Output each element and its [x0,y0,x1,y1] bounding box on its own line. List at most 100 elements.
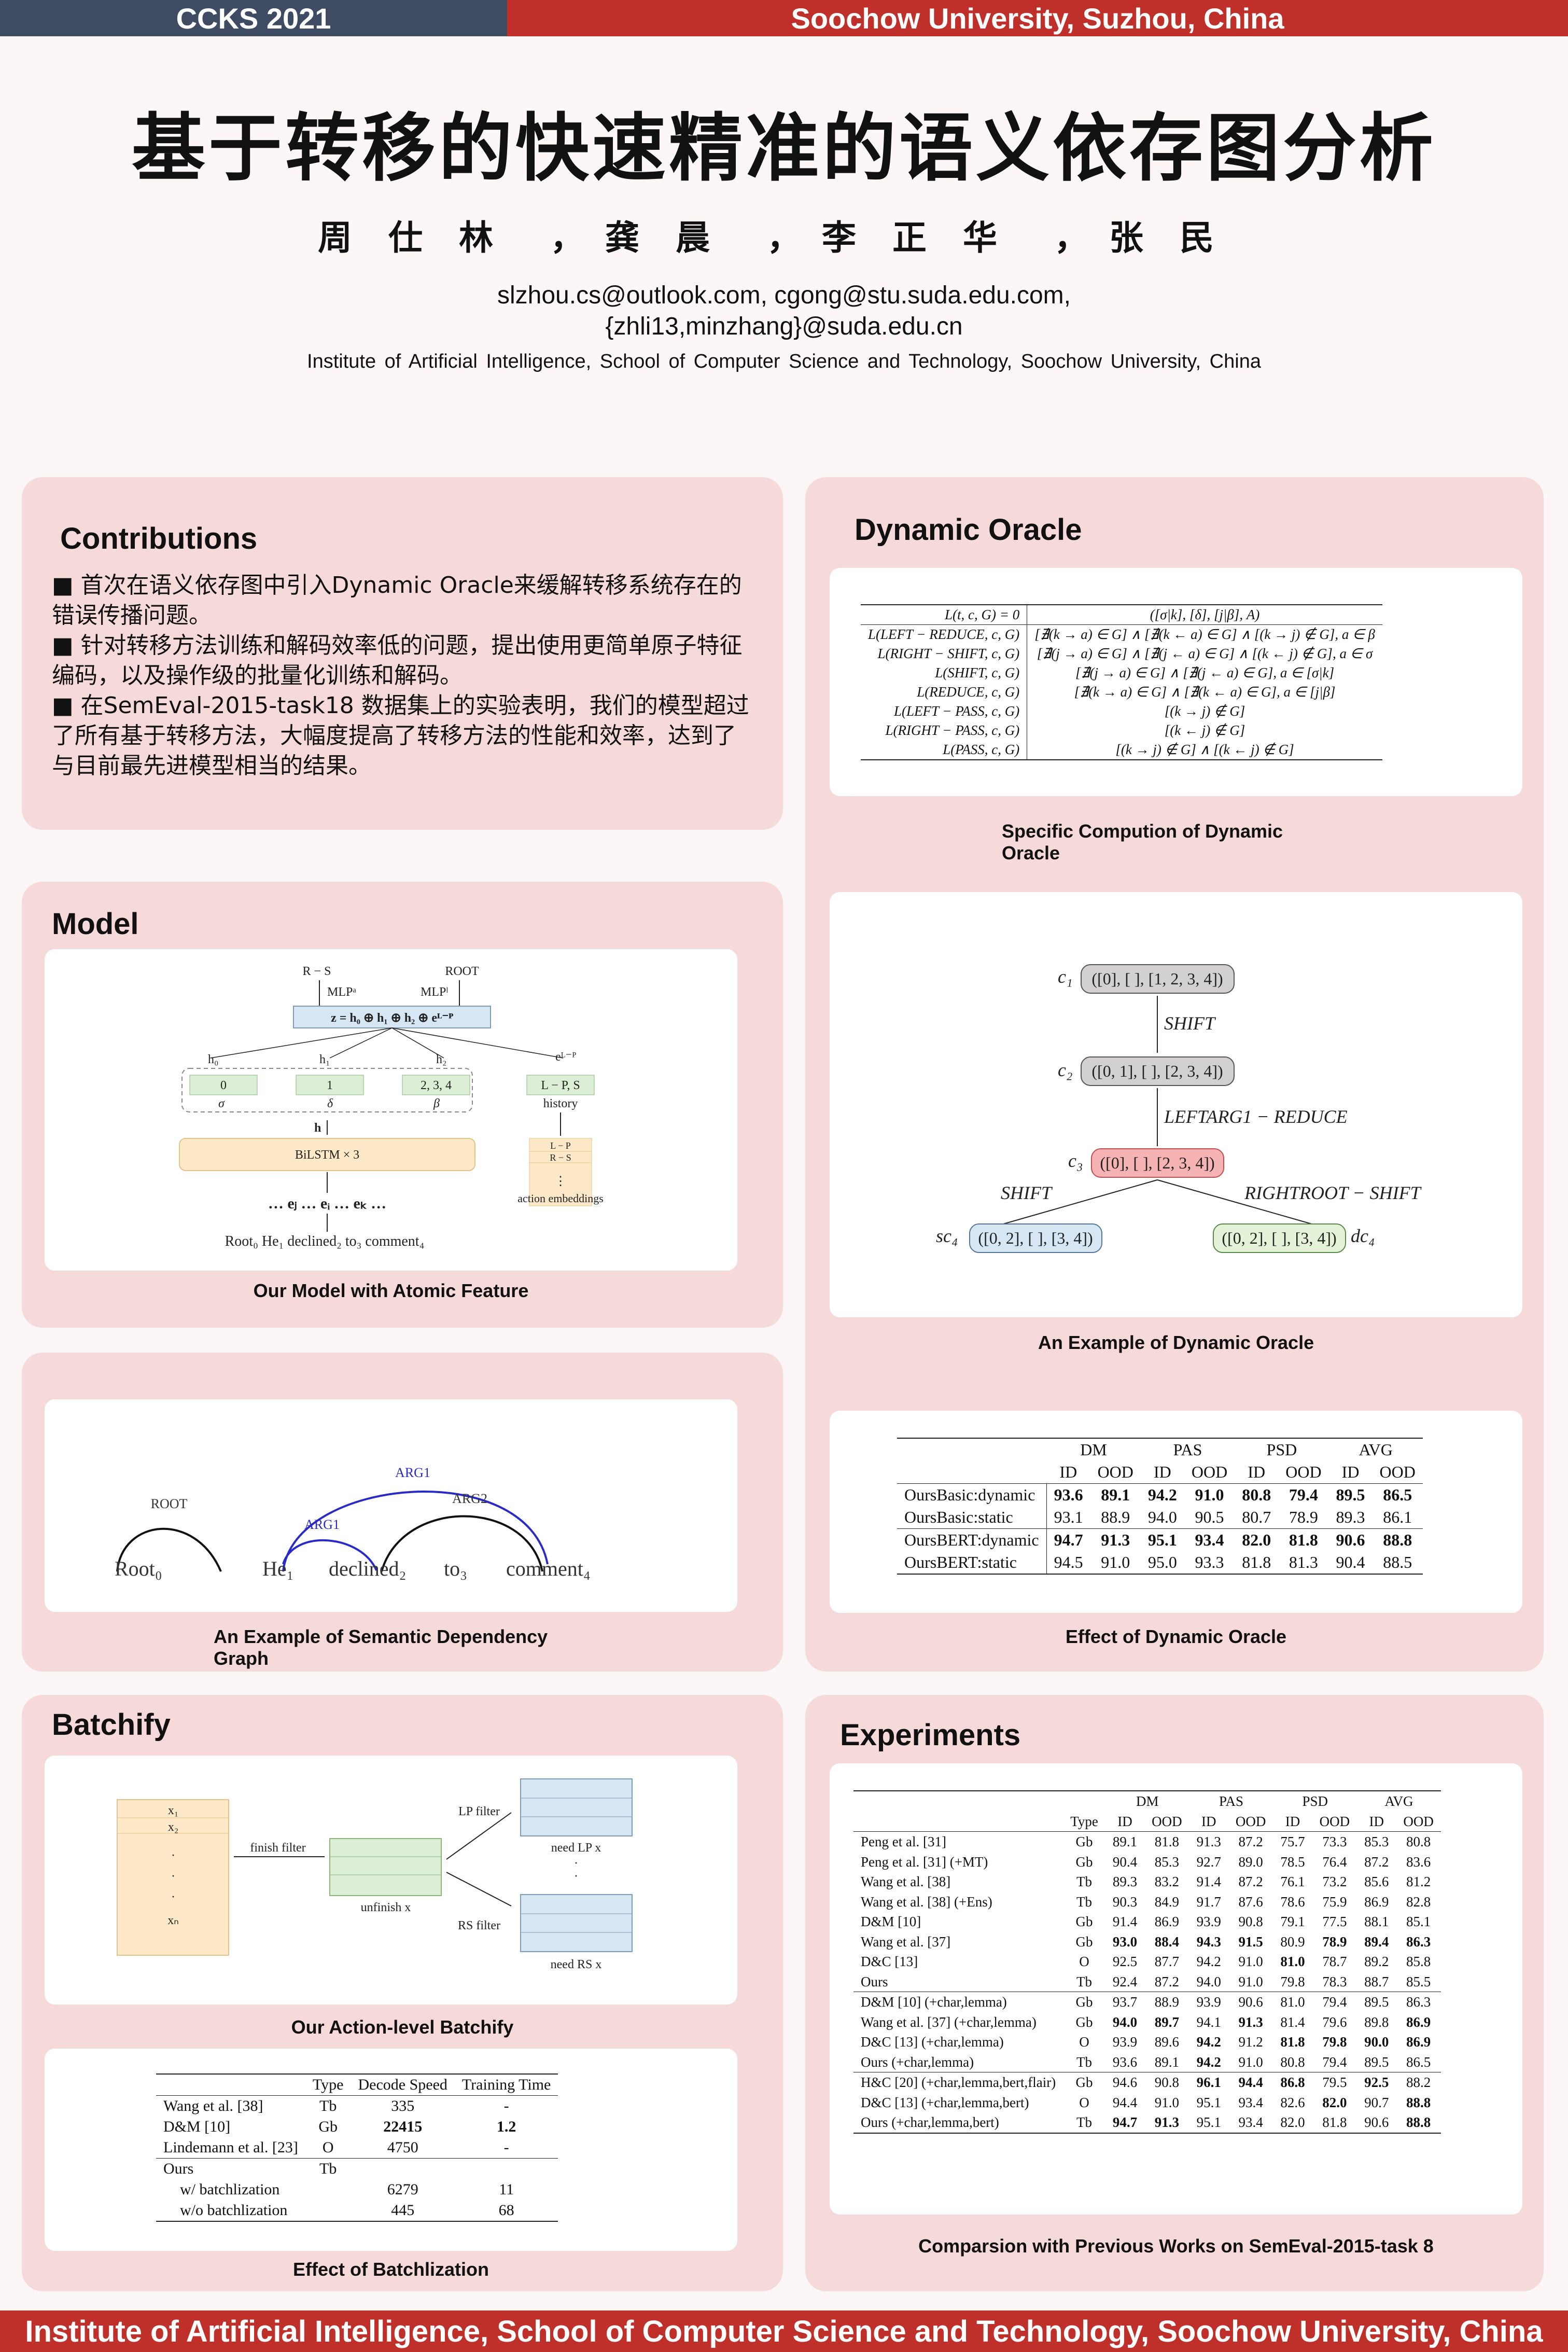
exp-cell: 89.3 [1112,1874,1138,1889]
batch-cell: w/ batchlization [180,2181,280,2198]
do-cell: 80.8 [1242,1485,1271,1504]
exp-cell: 92.4 [1112,1973,1138,1989]
exp-cell: Gb [1063,2072,1105,2093]
sdg-word: Root₀ [115,1557,162,1580]
do-cell: 93.1 [1054,1508,1083,1526]
sdg-word: to₃ [444,1557,467,1580]
bat-dots: · [171,1849,175,1862]
batch-header-cell [156,2074,305,2096]
exp-cell: 90.6 [1228,1992,1273,2012]
exp-cell: 79.8 [1322,2034,1347,2050]
formula-rhs: [(k ← j) ∉ G] [1164,722,1245,738]
exp-sub-cell: OOD [1312,1811,1357,1832]
exp-row-name: Ours (+char,lemma,bert) [861,2114,999,2130]
exp-cell: 95.1 [1196,2114,1221,2130]
do-cell: 93.6 [1054,1485,1083,1504]
exp-cell: 80.9 [1280,1933,1305,1950]
exp-cell: 76.4 [1322,1854,1347,1870]
fig-action-emb: action embeddings [517,1192,604,1205]
exp-cell: 86.9 [1154,1914,1179,1929]
sdg-word: comment₄ [506,1557,591,1580]
do-cell: 94.5 [1054,1553,1083,1571]
exp-cell: 90.6 [1364,2114,1389,2130]
exp-cell: 90.8 [1144,2072,1189,2093]
do-c3: c₃ [1068,1150,1083,1171]
do-cell: 91.3 [1090,1528,1141,1551]
exp-cell: 89.5 [1357,1992,1396,2012]
exp-cell: 89.7 [1154,2014,1179,2030]
exp-cell: 91.3 [1154,2114,1179,2130]
sdg-arc-root: ROOT [151,1496,188,1511]
bat-dots: · [574,1857,578,1870]
formula-caption: Specific Compution of Dynamic Oracle [1002,820,1283,864]
exp-cell: 91.3 [1196,1834,1221,1849]
do-cell: 89.3 [1336,1508,1365,1526]
do-sub-cell: ID [1328,1461,1373,1484]
do-table-caption: Effect of Dynamic Oracle [1065,1626,1287,1647]
fig-h2: h₂ [436,1053,446,1066]
bat-lp: LP filter [458,1805,500,1818]
exp-row-name: Ours (+char,lemma) [861,2054,974,2070]
exp-cell: 87.2 [1238,1834,1263,1849]
exp-cell: Gb [1075,1834,1093,1849]
exp-cell: 85.6 [1364,1874,1389,1889]
do-a1: SHIFT [1164,1013,1216,1034]
author-name: 李正华 [822,218,1033,258]
formula-rhs: [∄(j → a) ∈ G] ∧ [∄(j ← a) ∈ G], a ∈ [σ|… [1075,665,1335,680]
exp-cell: 76.1 [1280,1874,1305,1889]
formula-lhs: L(RIGHT − SHIFT, c, G) [861,644,1028,663]
fig-delta: δ [327,1097,333,1110]
exp-cell: 91.7 [1196,1894,1221,1910]
bat-rs: RS filter [458,1919,500,1932]
bat-needlp: need LP x [551,1841,601,1855]
batch-cell: Gb [318,2118,338,2135]
exp-cell: 92.7 [1196,1854,1221,1870]
exp-cell: Tb [1076,2054,1093,2070]
do-cell: 90.4 [1336,1553,1365,1571]
batch-cell: 445 [391,2202,415,2219]
formula-rhs: [(k → j) ∉ G] [1164,703,1245,719]
exp-sub-cell: OOD [1144,1811,1189,1832]
batch-cell: w/o batchlization [180,2202,288,2219]
exp-row-name: Wang et al. [37] [861,1933,951,1950]
exp-sub-cell: ID [1273,1811,1312,1832]
exp-cell: 91.0 [1154,2094,1179,2110]
model-title: Model [52,907,139,941]
do-group-cell: DM [1080,1440,1107,1459]
batch-cell [454,2158,558,2179]
do-c2box: ([0, 1], [ ], [2, 3, 4]) [1091,1062,1223,1080]
author-name: 张民 [1109,218,1250,258]
emails: slzhou.cs@outlook.com, cgong@stu.suda.ed… [0,280,1568,342]
email-line-1: slzhou.cs@outlook.com, cgong@stu.suda.ed… [497,282,1071,309]
do-group-cell: PAS [1173,1440,1202,1459]
contributions-list: ■ 首次在语义依存图中引入Dynamic Oracle来缓解转移系统存在的错误传… [52,570,757,781]
do-cell: 82.0 [1235,1528,1279,1551]
bat-needrs: need RS x [551,1958,602,1971]
batch-cell: Tb [319,2097,337,2114]
fig-tokens: … eⱼ … eᵢ … eₖ … [268,1195,386,1212]
exp-type-header: Type [1063,1811,1105,1832]
exp-cell: 86.9 [1406,2014,1431,2030]
formula-row: L(RIGHT − PASS, c, G)[(k ← j) ∉ G] [861,721,1382,740]
exp-cell: 82.0 [1280,2114,1305,2130]
exp-cell: 86.5 [1406,2054,1431,2070]
exp-cell: 85.3 [1154,1854,1179,1870]
batch-cell [305,2200,351,2221]
email-line-2: {zhli13,minzhang}@suda.edu.cn [605,313,963,340]
do-sub-cell: ID [1140,1461,1184,1484]
bat-xn: xₙ [167,1914,179,1927]
exp-row-name: Peng et al. [31] [861,1834,946,1849]
dynamic-oracle-title: Dynamic Oracle [855,513,1082,547]
bat-dots: · [171,1870,175,1883]
exp-cell: 88.2 [1396,2072,1441,2093]
do-empty-cell [897,1438,1046,1461]
exp-cell: 93.4 [1238,2094,1263,2110]
